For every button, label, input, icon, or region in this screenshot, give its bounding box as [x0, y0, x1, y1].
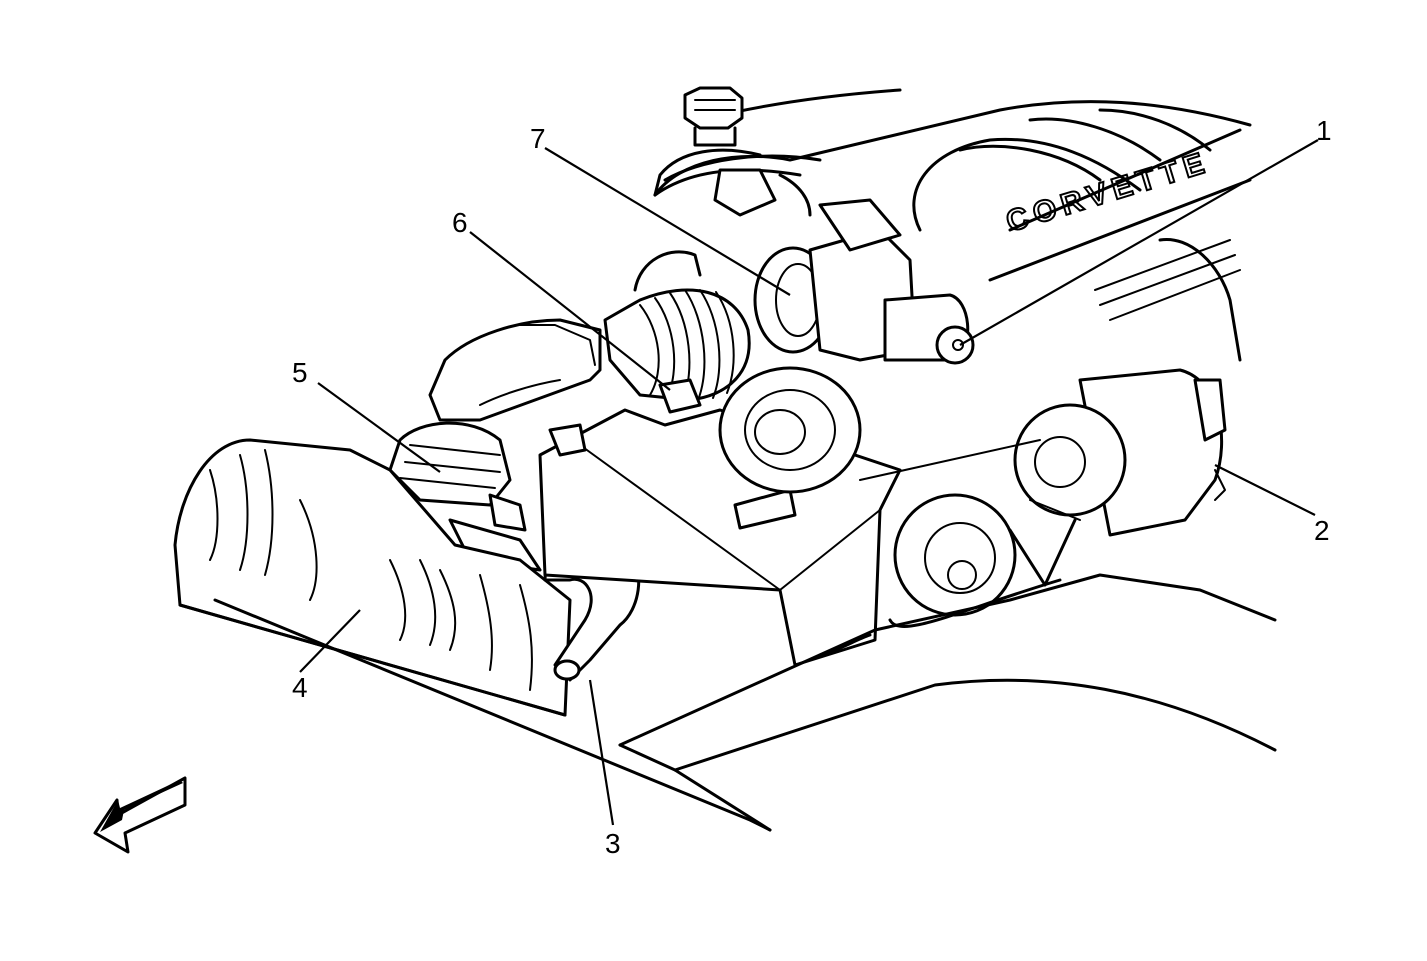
callout-1: 1 — [1316, 115, 1332, 146]
idler-pulley — [718, 366, 862, 494]
callout-5: 5 — [292, 357, 308, 388]
callout-3: 3 — [605, 828, 621, 859]
engine-cover-lettering: CORVETTE — [1001, 145, 1214, 240]
leader-7 — [544, 147, 791, 296]
oil-filler-cap — [683, 86, 744, 147]
arrow-icon — [93, 776, 187, 854]
callout-7: 7 — [530, 123, 546, 154]
fuel-rail — [653, 154, 822, 217]
callout-4: 4 — [292, 672, 308, 703]
leader-5 — [317, 382, 441, 473]
leader-4 — [299, 609, 361, 673]
leader-2 — [1214, 464, 1316, 516]
throttle-body — [753, 198, 975, 365]
engine-cover-text: CORVETTE — [1002, 146, 1213, 239]
leader-lines — [299, 139, 1319, 826]
callout-6: 6 — [452, 207, 468, 238]
leader-6 — [469, 231, 671, 391]
air-inlet-duct — [603, 250, 751, 414]
crankshaft-pulley — [893, 493, 1077, 617]
callout-2: 2 — [1314, 515, 1330, 546]
intake-manifold — [653, 88, 1252, 362]
maf-sensor — [388, 421, 542, 572]
leader-3 — [588, 679, 615, 826]
leader-1 — [959, 139, 1319, 346]
drive-belt — [859, 439, 1081, 521]
resonator — [428, 318, 602, 422]
alternator — [1013, 368, 1227, 537]
callout-labels: 1 2 3 4 5 6 7 — [292, 115, 1332, 859]
fender-panels — [618, 573, 1277, 832]
